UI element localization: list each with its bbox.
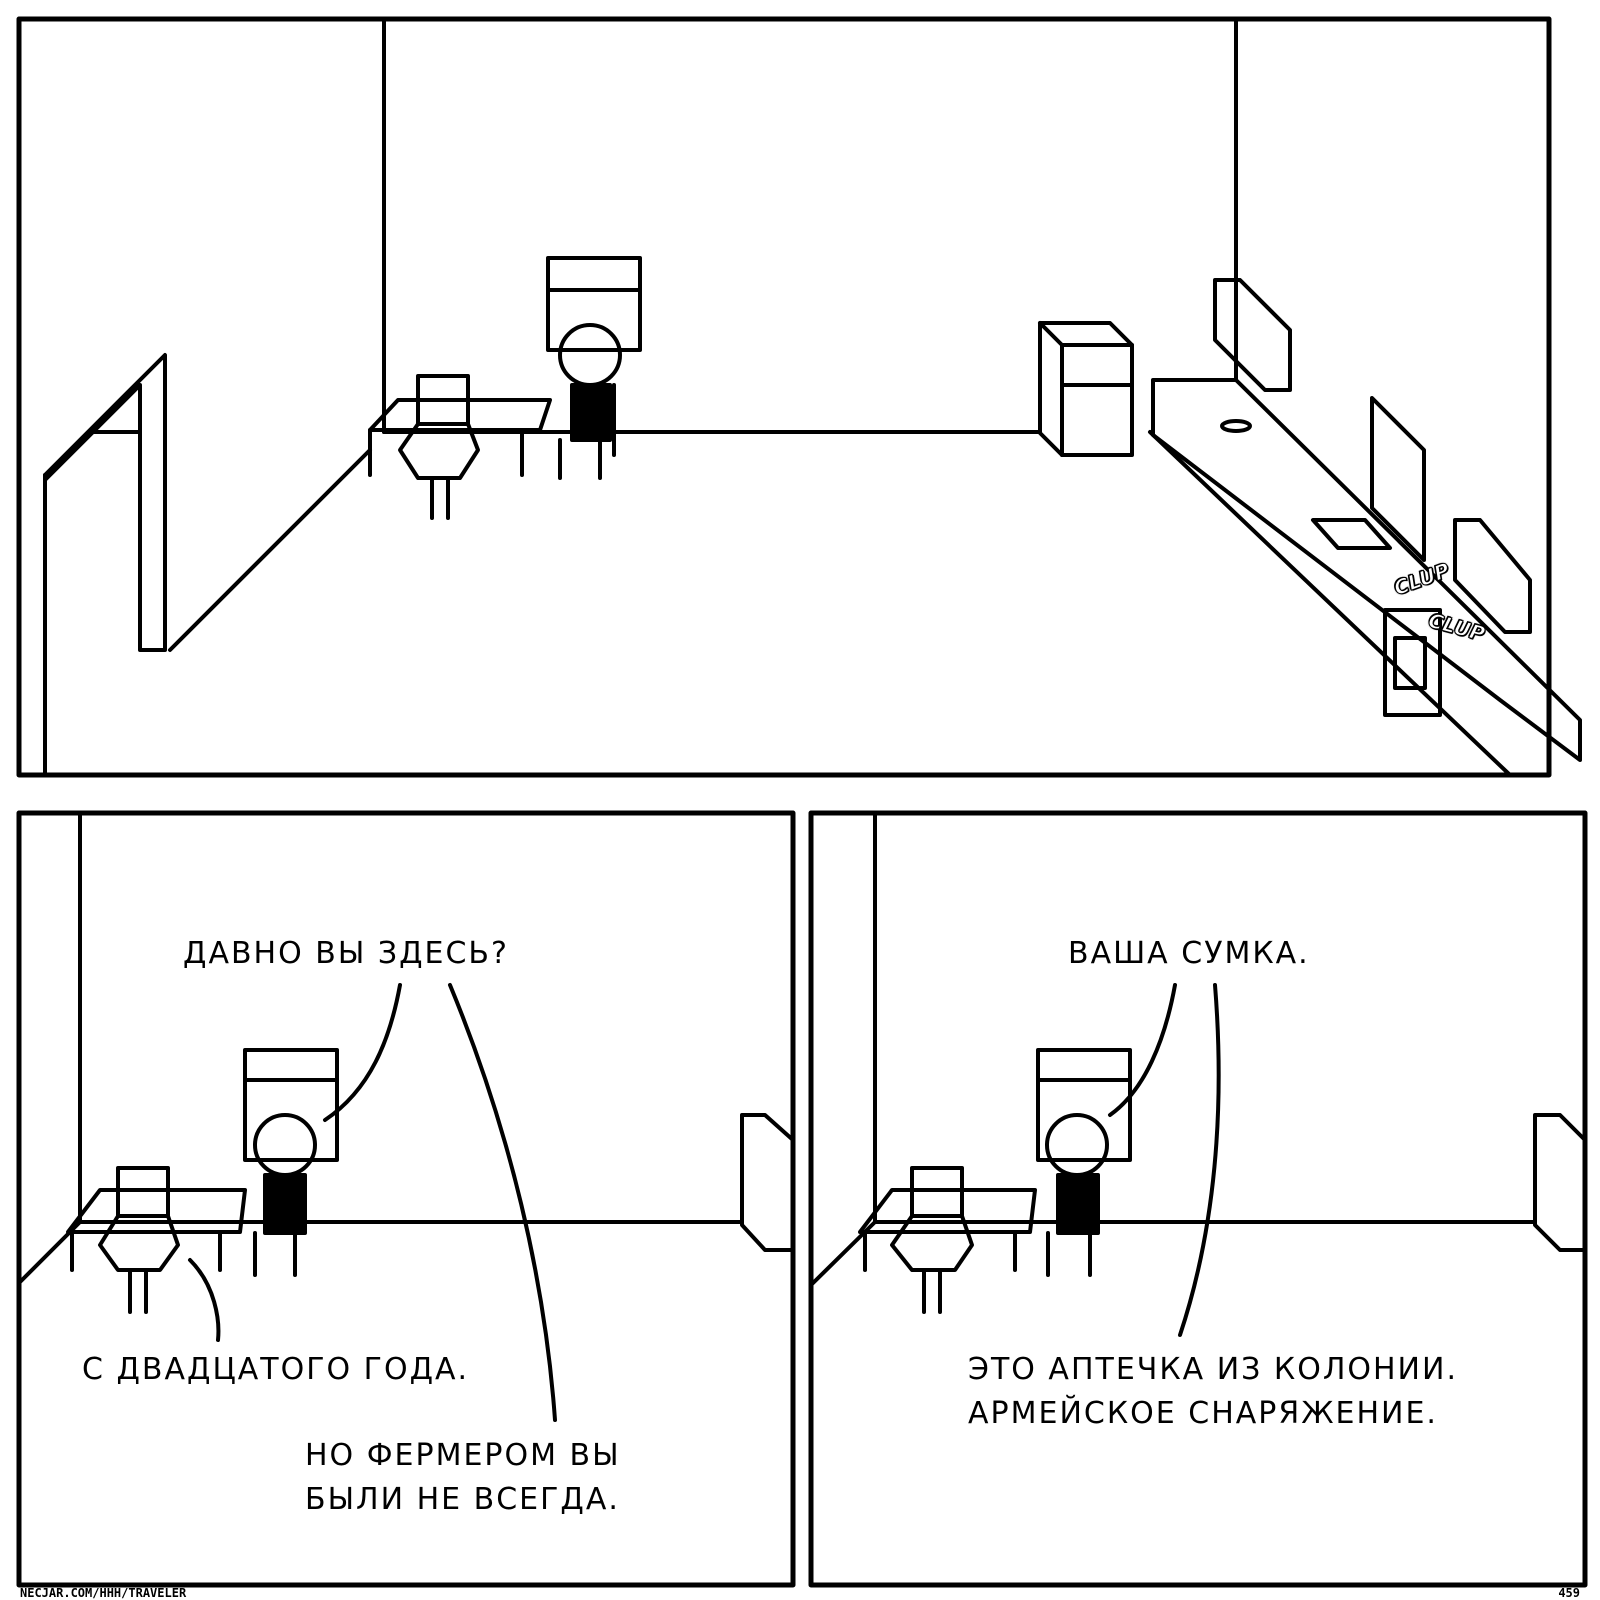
footer-url: NECJAR.COM/HHH/TRAVELER — [20, 1586, 187, 1600]
speech-text: ДАВНО ВЫ ЗДЕСЬ? — [183, 936, 509, 971]
panel-3-art — [808, 810, 1588, 1588]
speech-text: ЭТО АПТЕЧКА ИЗ КОЛОНИИ. АРМЕЙСКОЕ СНАРЯЖ… — [968, 1352, 1458, 1431]
speech-text: С ДВАДЦАТОГО ГОДА. — [82, 1352, 470, 1387]
panel-2-art — [16, 810, 796, 1588]
speech-text: НО ФЕРМЕРОМ ВЫ БЫЛИ НЕ ВСЕГДА. — [305, 1438, 621, 1517]
speech-text: ВАША СУМКА. — [1068, 936, 1310, 971]
panel-1-art — [16, 16, 1582, 778]
page-number: 459 — [1558, 1586, 1580, 1600]
